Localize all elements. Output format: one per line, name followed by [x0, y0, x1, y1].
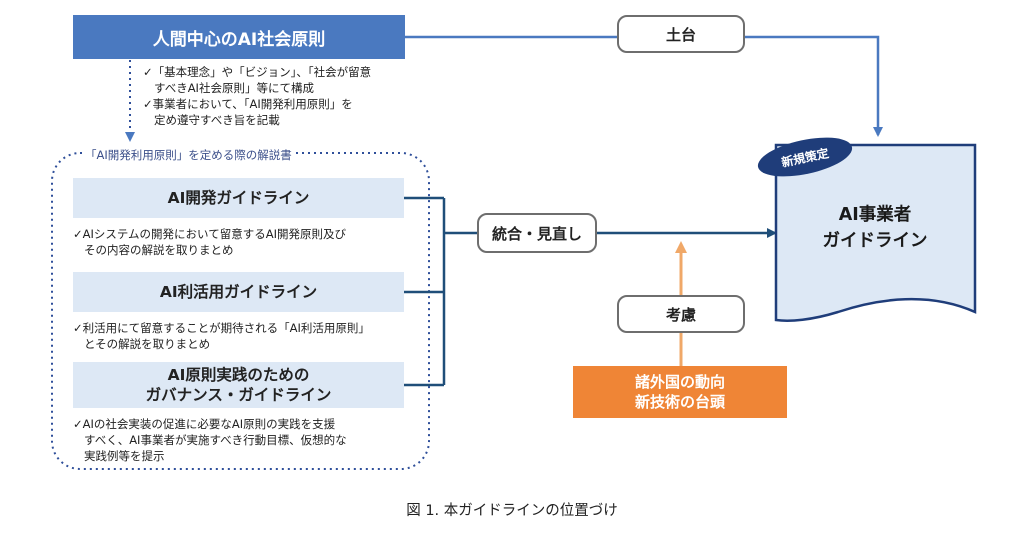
ai-utilization-guideline-desc: ✓利活用にて留意することが期待される「AI利活用原則」 とその解説を取りまとめ — [73, 320, 370, 352]
principles-note-line: ✓事業者において、「AI開発利用原則」を — [143, 97, 353, 111]
principles-note-line: 定め遵守すべき旨を記載 — [154, 113, 280, 127]
principles-title: 人間中心のAI社会原則 — [152, 29, 326, 50]
explainer-label: 「AI開発利用原則」を定める際の解説書 — [83, 147, 294, 163]
ai-governance-guideline-desc: ✓AIの社会実装の促進に必要なAI原則の実践を支援 すべく、AI事業者が実施すべ… — [73, 416, 347, 464]
principles-box: 人間中心のAI社会原則 — [73, 15, 405, 59]
figure-caption: 図 1. 本ガイドラインの位置づけ — [406, 503, 618, 519]
guideline-bracket — [404, 196, 520, 387]
guideline-desc-line: ✓利活用にて留意することが期待される「AI利活用原則」 — [73, 321, 370, 335]
badge-label: 新規策定 — [780, 145, 831, 170]
guideline-title: AI開発ガイドライン — [167, 189, 310, 207]
principles-note-line: ✓「基本理念」や「ビジョン」、「社会が留意 — [143, 65, 372, 79]
foundation-label: 土台 — [665, 25, 696, 44]
integration-label: 統合・見直し — [491, 224, 582, 243]
guideline-title: AI原則実践のための — [167, 366, 310, 384]
new-guideline-document — [774, 143, 977, 322]
consideration-label: 考慮 — [665, 305, 696, 324]
trend-line: 新技術の台頭 — [634, 393, 725, 411]
trend-line: 諸外国の動向 — [634, 373, 725, 391]
consideration-pill: 考慮 — [617, 295, 745, 333]
ai-development-guideline-desc: ✓AIシステムの開発において留意するAI開発原則及び その内容の解説を取りまとめ — [73, 226, 346, 258]
guideline-desc-line: 実践例等を提示 — [84, 449, 165, 463]
ai-development-guideline-box: AI開発ガイドライン — [73, 178, 404, 218]
guideline-desc-line: ✓AIシステムの開発において留意するAI開発原則及び — [73, 227, 346, 241]
principles-note-line: すべきAI社会原則」等にて構成 — [154, 81, 314, 95]
foundation-line — [405, 35, 883, 137]
integration-pill: 統合・見直し — [477, 213, 597, 253]
principles-notes: ✓「基本理念」や「ビジョン」、「社会が留意 すべきAI社会原則」等にて構成 ✓事… — [143, 64, 371, 128]
ai-utilization-guideline-box: AI利活用ガイドライン — [73, 272, 404, 312]
doc-title-line: AI事業者 — [838, 205, 912, 225]
guideline-desc-line: その内容の解説を取りまとめ — [84, 243, 234, 257]
new-guideline-title: AI事業者 ガイドライン — [775, 202, 975, 254]
trends-box: 諸外国の動向 新技術の台頭 — [573, 366, 787, 418]
doc-title-line: ガイドライン — [822, 231, 928, 251]
explainer-frame — [51, 152, 430, 470]
foundation-pill: 土台 — [617, 15, 745, 53]
guideline-desc-line: すべく、AI事業者が実施すべき行動目標、仮想的な — [84, 433, 347, 447]
guideline-title: AI利活用ガイドライン — [159, 283, 318, 301]
ai-governance-guideline-box: AI原則実践のための ガバナンス・ガイドライン — [73, 362, 404, 408]
guideline-desc-line: とその解説を取りまとめ — [84, 337, 211, 351]
guideline-title: ガバナンス・ガイドライン — [145, 386, 332, 404]
guideline-desc-line: ✓AIの社会実装の促進に必要なAI原則の実践を支援 — [73, 417, 336, 431]
